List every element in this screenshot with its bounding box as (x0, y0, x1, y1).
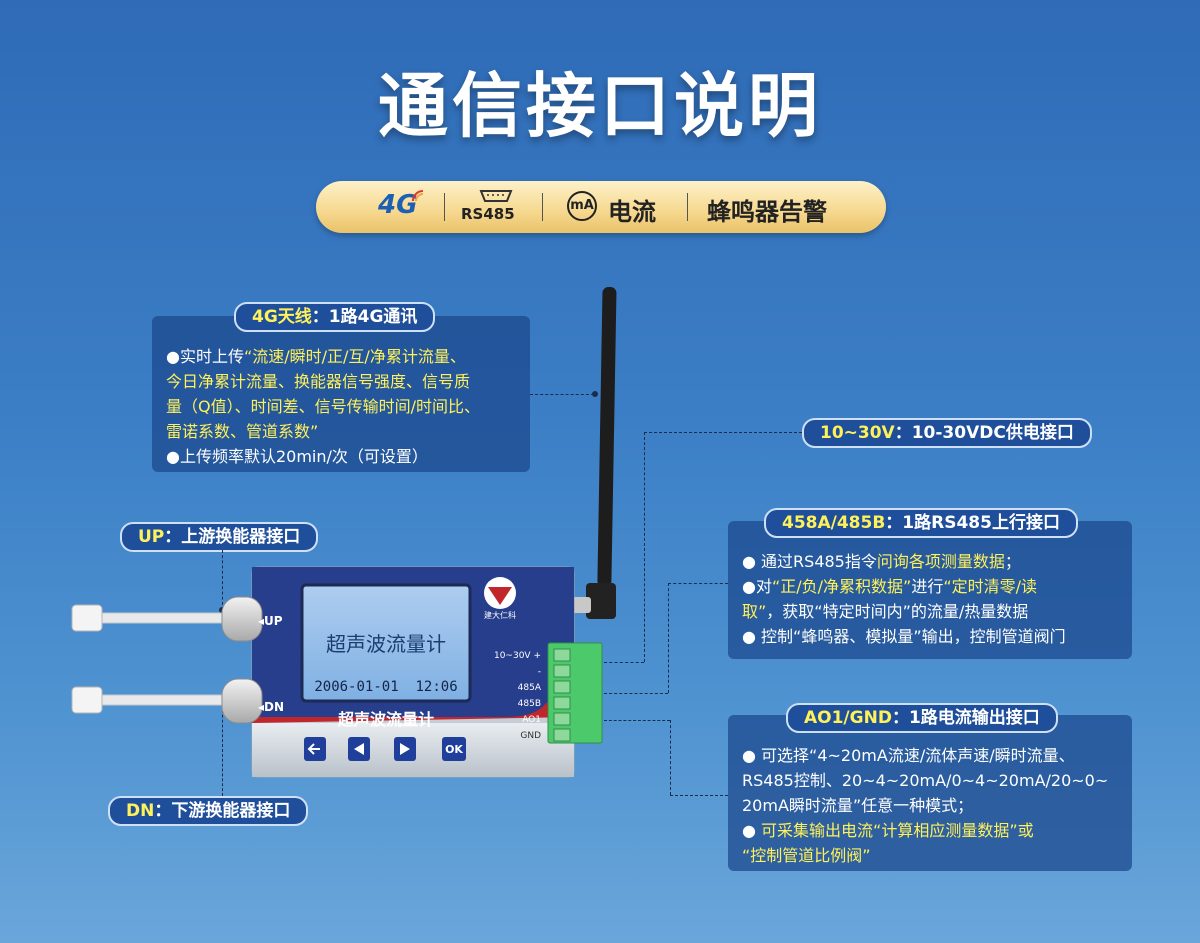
ao-line: ● (742, 821, 762, 840)
ma-icon: mA (567, 191, 597, 221)
4g-icon: 4G (378, 190, 418, 220)
power-leader (604, 662, 644, 663)
rs485-info-box: ● 通过RS485指令问询各项测量数据； ●对“正/负/净累积数据”进行“定时清… (728, 521, 1132, 659)
ao-leader (670, 720, 671, 795)
up-leader (222, 550, 223, 610)
buzzer-label: 蜂鸣器告警 (707, 198, 827, 226)
divider (687, 193, 688, 221)
rs485-leader (604, 693, 668, 694)
antenna-line: ●实时上传 (166, 347, 244, 366)
rs485-line: ●对 (742, 577, 772, 596)
page-title: 通信接口说明 (378, 65, 822, 147)
rs485-line: ● 通过RS485指令 (742, 552, 877, 571)
dn-label-key: DN (126, 801, 155, 821)
up-label-key: UP (138, 527, 165, 547)
rs485-line: 取” (742, 602, 767, 621)
antenna-dot (592, 391, 598, 397)
power-label: 10~30V：10-30VDC供电接口 (802, 418, 1092, 448)
ok-button (442, 737, 466, 761)
terminal-labels: 10~30V + - 485A 485B AO1 GND (491, 648, 541, 744)
power-label-desc: ：10-30VDC供电接口 (894, 423, 1074, 443)
ao-line: ● 可选择“4~20mA流速/流体声速/瞬时流量、 (742, 746, 1075, 765)
rs485-line: “定时清零/读 (943, 577, 1038, 596)
flowmeter-device (71, 287, 617, 778)
serial-port-icon (479, 190, 513, 202)
antenna-line: “流速/瞬时/正/互/净累计流量、 (243, 347, 466, 366)
ao-leader (670, 795, 728, 796)
lcd-title: 超声波流量计 (326, 632, 446, 656)
up-label: UP：上游换能器接口 (120, 522, 319, 552)
antenna-line: 雷诺系数、管道系数” (166, 422, 319, 441)
rs485-label-key: 458A/485B (782, 513, 886, 533)
rs485-line: ● 控制“蜂鸣器、模拟量”输出，控制管道阀门 (742, 627, 1066, 646)
signal-arc-icon (412, 190, 424, 202)
rs485-line: ； (1004, 552, 1021, 571)
brand-logo-text: 建大仁科 (484, 611, 516, 620)
rs485-line: ，获取“特定时间内”的流量/热量数据 (766, 602, 1029, 621)
rs485-label: 458A/485B：1路RS485上行接口 (764, 508, 1078, 538)
ao-label-key: AO1/GND (804, 708, 892, 728)
antenna (597, 287, 617, 588)
device-name-plate: 超声波流量计 (337, 710, 434, 729)
dn-leader (222, 700, 223, 796)
rs485-leader (668, 583, 669, 693)
antenna-label: 4G天线：1路4G通讯 (234, 302, 436, 332)
rs485-label: RS485 (461, 205, 515, 223)
rs485-line: 进行 (911, 577, 944, 596)
ao-line: 可采集输出电流“计算相应测量数据”或 (761, 821, 1034, 840)
term-gnd: GND (520, 731, 541, 741)
term-plus: + (533, 651, 541, 661)
antenna-info-box: ●实时上传“流速/瞬时/正/互/净累计流量、 今日净累计流量、换能器信号强度、信… (152, 316, 530, 472)
ao-label: AO1/GND：1路电流输出接口 (786, 703, 1058, 733)
ao-line: 20mA瞬时流量”任意一种模式； (742, 796, 974, 815)
rs485-leader (668, 583, 728, 584)
term-ao1: AO1 (522, 715, 541, 725)
dn-label-desc: ：下游换能器接口 (154, 801, 291, 821)
dn-port-label: ◂DN (258, 700, 285, 714)
term-485a: 485A (517, 683, 541, 693)
power-leader (644, 432, 645, 662)
power-leader (644, 432, 802, 433)
up-port-label: ◂UP (258, 614, 283, 628)
antenna-line: ●上传频率默认20min/次（可设置） (166, 447, 428, 466)
antenna-label-desc: ：1路4G通讯 (311, 307, 418, 327)
rs485-line: “正/负/净累积数据” (771, 577, 912, 596)
dn-label: DN：下游换能器接口 (108, 796, 309, 826)
rs485-label-desc: ：1路RS485上行接口 (885, 513, 1060, 533)
term-power: 10~30V (493, 651, 531, 661)
rs485-line: 问询各项测量数据 (876, 552, 1005, 571)
ok-button-label[interactable]: OK (445, 743, 463, 756)
lcd-screen (300, 583, 472, 703)
divider (444, 193, 445, 221)
ao-leader (604, 720, 670, 721)
ao-info-box: ● 可选择“4~20mA流速/流体声速/瞬时流量、 RS485控制、20~4~2… (728, 715, 1132, 871)
up-label-desc: ：上游换能器接口 (164, 527, 301, 547)
antenna-leader (530, 394, 594, 395)
current-label: 电流 (608, 198, 656, 226)
ao-line: “控制管道比例阀” (742, 846, 871, 865)
power-label-key: 10~30V (820, 423, 895, 443)
lcd-datetime: 2006-01-01 12:06 (314, 679, 458, 695)
antenna-line: 今日净累计流量、换能器信号强度、信号质 (166, 372, 471, 391)
term-minus: - (537, 667, 541, 677)
feature-bar: 4G RS485 mA 电流 蜂鸣器告警 (316, 181, 886, 233)
antenna-label-key: 4G天线 (252, 307, 312, 327)
ao-line: RS485控制、20~4~20mA/0~4~20mA/20~0~ (742, 771, 1109, 790)
ao-label-desc: ：1路电流输出接口 (891, 708, 1040, 728)
divider (542, 193, 543, 221)
antenna-line: 量（Q值）、时间差、信号传输时间/时间比、 (166, 397, 480, 416)
term-485b: 485B (517, 699, 541, 709)
